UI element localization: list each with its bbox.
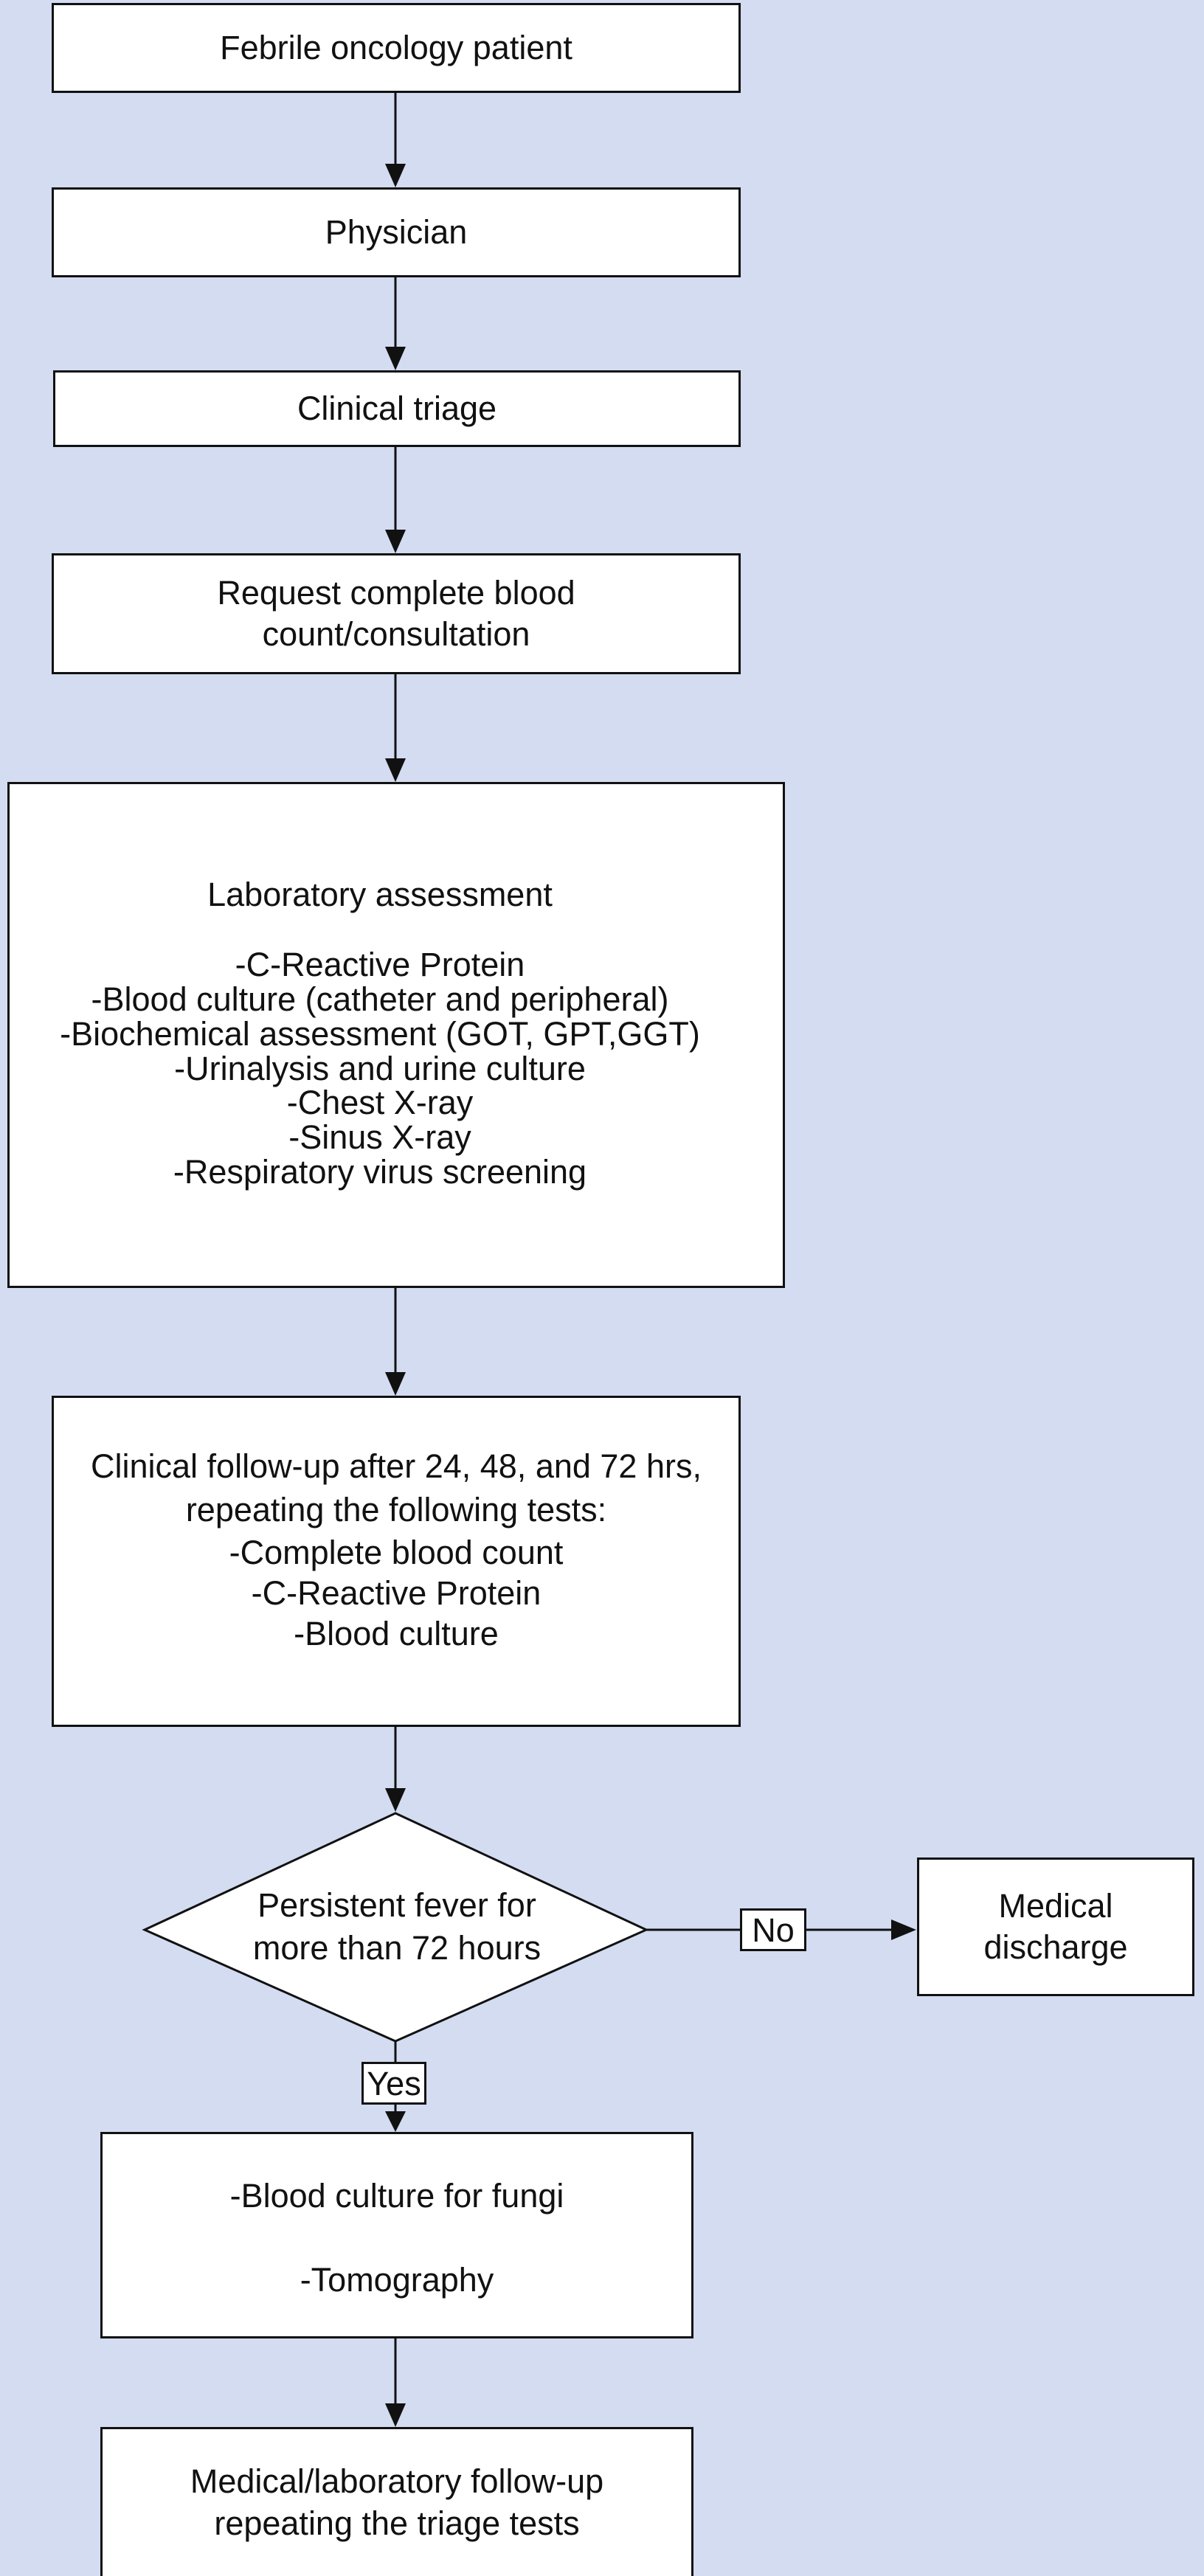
node-final-followup: Medical/laboratory follow-up repeating t… bbox=[100, 2427, 693, 2576]
arrowhead-physician bbox=[385, 164, 406, 187]
edge-label-no: No bbox=[740, 1908, 806, 1951]
node-laboratory-assessment: Laboratory assessment -C-Reactive Protei… bbox=[7, 782, 785, 1288]
arrowhead-triage bbox=[385, 347, 406, 370]
node-clinical-triage: Clinical triage bbox=[53, 370, 741, 447]
discharge-line1: Medical bbox=[998, 1886, 1113, 1925]
arrowhead-decision bbox=[385, 1788, 406, 1812]
lab-item-sinus-xray: -Sinus X-ray bbox=[288, 1118, 471, 1157]
decision-persistent-fever: Persistent fever for more than 72 hours bbox=[148, 1809, 646, 2045]
decision-line1: Persistent fever for bbox=[257, 1886, 536, 1925]
arrowhead-discharge bbox=[891, 1919, 916, 1940]
final-line2: repeating the triage tests bbox=[214, 2504, 580, 2542]
followup-item-blood-culture: -Blood culture bbox=[294, 1614, 499, 1652]
fungi-item-blood-culture: -Blood culture for fungi bbox=[229, 2177, 564, 2215]
node-physician-text: Physician bbox=[325, 212, 468, 251]
lab-item-urinalysis: -Urinalysis and urine culture bbox=[174, 1049, 586, 1087]
node-fungi-tomography: -Blood culture for fungi -Tomography bbox=[100, 2132, 693, 2338]
node-request-blood-count: Request complete blood count/consultatio… bbox=[52, 553, 741, 674]
node-request-line2: count/consultation bbox=[262, 615, 530, 653]
node-physician: Physician bbox=[52, 187, 741, 277]
fungi-item-tomography: -Tomography bbox=[300, 2261, 494, 2299]
arrowhead-followup bbox=[385, 1372, 406, 1396]
discharge-line2: discharge bbox=[983, 1928, 1128, 1966]
node-febrile-patient-text: Febrile oncology patient bbox=[220, 28, 572, 66]
followup-line1: Clinical follow-up after 24, 48, and 72 … bbox=[91, 1447, 702, 1485]
lab-item-crp: -C-Reactive Protein bbox=[235, 946, 525, 984]
lab-item-respiratory-virus: -Respiratory virus screening bbox=[173, 1153, 587, 1191]
node-clinical-triage-text: Clinical triage bbox=[297, 389, 497, 427]
decision-line2: more than 72 hours bbox=[252, 1929, 542, 1967]
followup-item-crp: -C-Reactive Protein bbox=[251, 1573, 542, 1612]
arrowhead-final bbox=[385, 2403, 406, 2427]
lab-item-biochemical: -Biochemical assessment (GOT, GPT,GGT) bbox=[60, 1014, 700, 1053]
node-request-line1: Request complete blood bbox=[217, 573, 575, 612]
node-medical-discharge: Medical discharge bbox=[917, 1857, 1194, 1996]
edge-label-yes: Yes bbox=[361, 2062, 426, 2105]
edge-label-no-text: No bbox=[752, 1911, 795, 1949]
followup-line2: repeating the following tests: bbox=[185, 1490, 607, 1528]
final-line1: Medical/laboratory follow-up bbox=[190, 2462, 604, 2501]
arrowhead-fungi bbox=[385, 2111, 406, 2132]
lab-item-blood-culture: -Blood culture (catheter and peripheral) bbox=[91, 980, 669, 1019]
arrowhead-request bbox=[385, 530, 406, 553]
lab-title: Laboratory assessment bbox=[207, 876, 553, 913]
lab-item-chest-xray: -Chest X-ray bbox=[286, 1084, 474, 1122]
node-febrile-patient: Febrile oncology patient bbox=[52, 3, 741, 93]
edge-label-yes-text: Yes bbox=[367, 2064, 421, 2102]
node-clinical-followup: Clinical follow-up after 24, 48, and 72 … bbox=[52, 1396, 741, 1727]
arrowhead-lab bbox=[385, 758, 406, 782]
followup-item-cbc: -Complete blood count bbox=[229, 1534, 564, 1571]
